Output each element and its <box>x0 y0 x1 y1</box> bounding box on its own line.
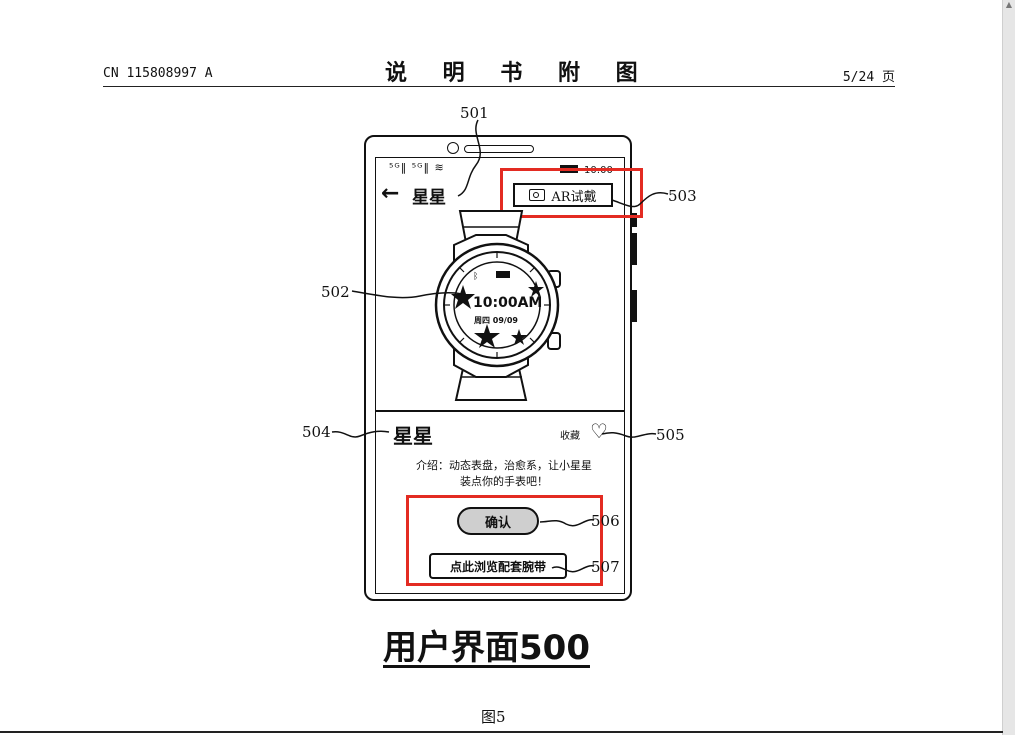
heart-icon[interactable]: ♡ <box>590 419 608 443</box>
browse-band-button[interactable]: 点此浏览配套腕带 <box>429 553 567 579</box>
ref-label-507: 507 <box>591 558 620 576</box>
watch-time: 10:00AM <box>473 295 543 311</box>
watch-illustration: ᛒ <box>434 210 561 401</box>
ref-label-506: 506 <box>591 512 620 530</box>
confirm-button[interactable]: 确认 <box>457 507 539 535</box>
highlight-box-buttons <box>406 495 603 586</box>
description-line-1: 介绍：动态表盘，治愈系，让小星星 <box>416 459 592 472</box>
ar-try-on-button[interactable]: AR试戴 <box>513 183 613 207</box>
header-divider <box>103 86 895 87</box>
product-description: 介绍：动态表盘，治愈系，让小星星 装点你的手表吧！ <box>389 458 619 490</box>
highlight-box-ar <box>500 168 643 218</box>
figure-caption: 图5 <box>481 708 506 726</box>
page-number: 5/24 页 <box>842 70 895 85</box>
power-button <box>632 290 637 322</box>
camera-icon <box>529 189 546 201</box>
page-title: 说 明 书 附 图 <box>385 61 652 86</box>
back-arrow-icon[interactable]: ← <box>381 181 400 206</box>
watch-date: 周四 09/09 <box>474 316 518 325</box>
earpiece-speaker <box>464 145 534 153</box>
favorite-label: 收藏 <box>560 431 580 442</box>
phone-frame <box>364 135 632 601</box>
page-bottom-rule <box>0 731 1003 733</box>
ref-label-502: 502 <box>321 283 350 301</box>
status-bar-icons: ⁵ᴳ‖ ⁵ᴳ‖ ≋ <box>389 161 445 174</box>
ref-label-505: 505 <box>656 426 685 444</box>
interface-title: 用户界面500 <box>383 628 590 668</box>
patent-number: CN 115808997 A <box>103 66 213 81</box>
ref-label-501: 501 <box>460 104 489 122</box>
ar-button-label: AR试戴 <box>551 189 597 205</box>
ref-label-503: 503 <box>668 187 697 205</box>
nav-title: 星星 <box>412 188 446 208</box>
product-name: 星星 <box>393 424 433 448</box>
ref-label-504: 504 <box>302 423 331 441</box>
front-camera-icon <box>447 142 459 154</box>
vertical-scrollbar[interactable] <box>1002 0 1015 735</box>
description-line-2: 装点你的手表吧！ <box>460 475 548 488</box>
side-button <box>632 213 637 227</box>
screen-divider <box>375 410 625 412</box>
svg-text:ᛒ: ᛒ <box>473 271 478 282</box>
scroll-up-icon[interactable]: ▲ <box>1005 0 1013 9</box>
volume-button <box>632 233 637 265</box>
